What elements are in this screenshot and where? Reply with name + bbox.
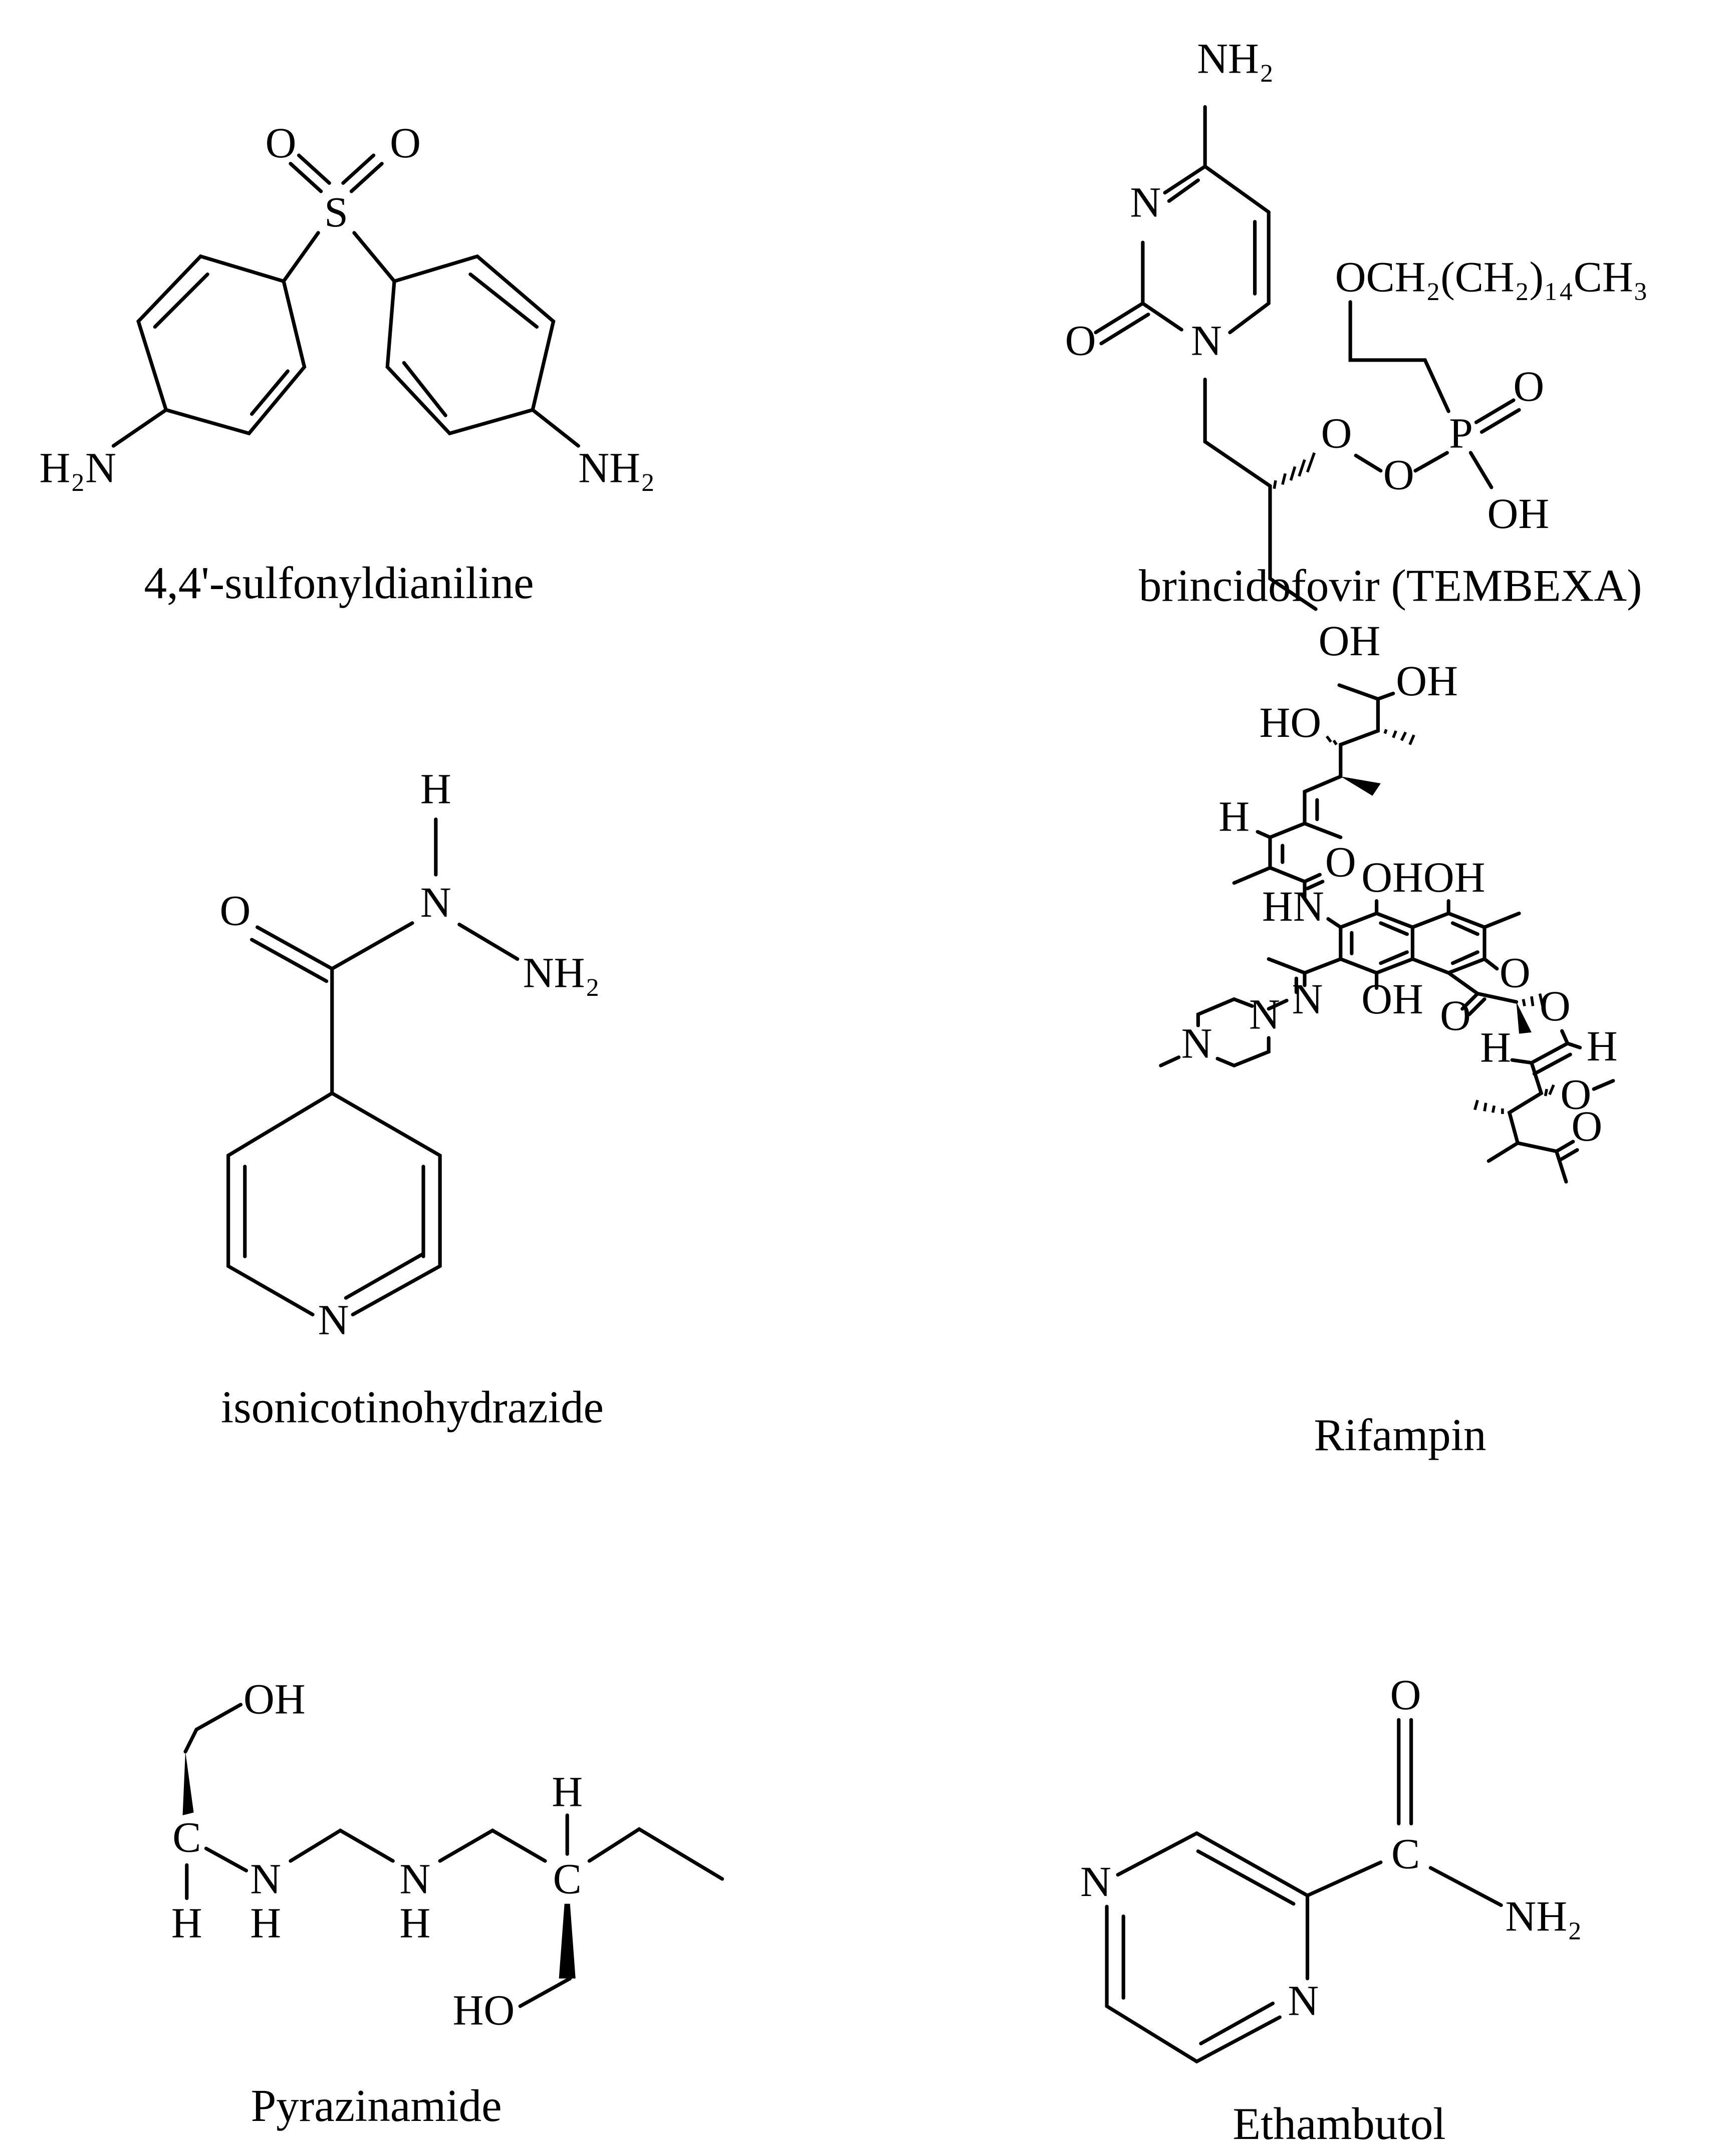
atom-label: N: [1249, 990, 1280, 1038]
atom-label: HO: [453, 1987, 515, 2034]
atom-label: H: [1480, 1024, 1511, 1071]
atom-label: N: [1292, 975, 1323, 1023]
atom-label: OHOH: [1361, 854, 1485, 901]
atom-label: H: [250, 1900, 281, 1947]
atom-label: N: [1080, 1858, 1111, 1906]
atom-label: H₂N: [39, 444, 116, 492]
atom-label: H: [1218, 793, 1250, 841]
atom-label: C: [553, 1855, 582, 1903]
atom-label: O: [1440, 992, 1471, 1039]
atom-label: H: [552, 1768, 583, 1815]
atom-label: O: [1325, 839, 1356, 886]
molecule-dapsone: S O O H₂N NH₂ 4,4'-sulfonyldianiline: [39, 119, 655, 608]
atom-label: O: [220, 887, 251, 934]
atom-label: S: [324, 188, 348, 236]
caption-rifampin: Rifampin: [1314, 1410, 1486, 1460]
atom-label: O: [1390, 1671, 1421, 1719]
atom-label: OH: [1396, 657, 1458, 705]
atom-label: H: [400, 1900, 431, 1947]
atom-label: H: [171, 1900, 202, 1947]
atom-label: O: [1065, 317, 1096, 365]
atom-label: OH: [1361, 975, 1423, 1023]
atom-label: O: [1513, 363, 1544, 410]
atom-label: N: [318, 1296, 349, 1344]
molecule-pyrazinamide: OH C H N H N H C H HO Pyrazinamide: [171, 1675, 724, 2131]
atom-label: NH₂: [1505, 1893, 1582, 1940]
atom-label: C: [1391, 1830, 1420, 1878]
molecule-isonicotinohydrazide: H N NH₂ O N isonicotinohydrazide: [220, 765, 604, 1432]
atom-label: O: [266, 119, 297, 167]
atom-label: H: [1587, 1022, 1618, 1070]
atom-label: H: [420, 765, 451, 813]
atom-label: P: [1449, 410, 1473, 457]
atom-label: O: [390, 119, 421, 167]
caption-pyrazinamide: Pyrazinamide: [251, 2080, 502, 2131]
caption-dapsone: 4,4'-sulfonyldianiline: [144, 558, 534, 608]
atom-label: NH₂: [1197, 35, 1274, 82]
atom-label: N: [1288, 1977, 1319, 2024]
atom-label: OH: [1319, 617, 1381, 665]
atom-label: O: [1560, 1071, 1591, 1119]
atom-label: N: [250, 1855, 281, 1903]
atom-label: OH: [1488, 490, 1550, 537]
caption-ethambutol: Ethambutol: [1232, 2098, 1445, 2149]
molecule-brincidofovir: NH₂ N N O OH O O P O OH OCH₂(CH₂)₁₄CH₃ b…: [1065, 35, 1648, 665]
atom-label: O: [1383, 451, 1414, 499]
atom-label: N: [1130, 179, 1161, 226]
atom-label: O: [1571, 1103, 1602, 1150]
atom-label: NH₂: [523, 949, 600, 997]
molecule-rifampin: OH HO H O OHOH HN OH O N N N O O H H O O…: [1159, 657, 1618, 1460]
atom-label: O: [1540, 982, 1571, 1030]
atom-label: HO: [1260, 699, 1322, 746]
atom-label: O: [1321, 410, 1352, 457]
atom-label: N: [1191, 317, 1222, 365]
atom-label: N: [1181, 1019, 1212, 1067]
atom-label: HN: [1262, 883, 1324, 930]
atom-label: OCH₂(CH₂)₁₄CH₃: [1335, 253, 1648, 301]
caption-brincidofovir: brincidofovir (TEMBEXA): [1139, 560, 1642, 611]
atom-label: N: [400, 1855, 431, 1903]
molecule-ethambutol: O C NH₂ N N Ethambutol: [1080, 1671, 1582, 2149]
atom-label: NH₂: [578, 444, 655, 492]
atom-label: C: [172, 1814, 201, 1861]
atom-label: O: [1500, 949, 1531, 997]
caption-isonicotinohydrazide: isonicotinohydrazide: [221, 1382, 604, 1433]
atom-label: N: [420, 879, 451, 926]
atom-label: OH: [243, 1675, 306, 1723]
